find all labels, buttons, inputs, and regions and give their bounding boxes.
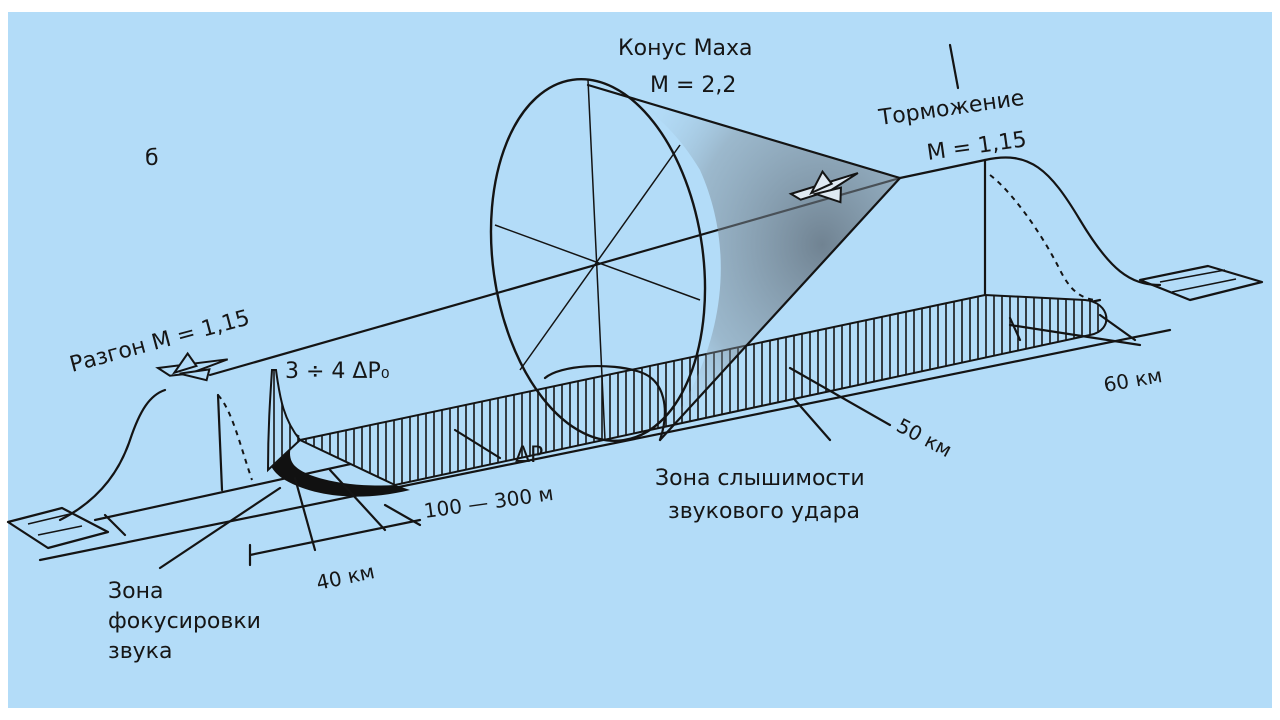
focus-zone-label-2: фокусировки — [108, 609, 261, 634]
aircraft-right-icon — [788, 169, 859, 204]
dim-40km — [248, 468, 422, 567]
delta-p-label: ΔP — [515, 443, 543, 468]
dist-60-label: 60 км — [1102, 363, 1164, 397]
panel-letter: б — [145, 146, 159, 171]
runway-right-marks — [1159, 269, 1237, 293]
mach-cone-base — [489, 77, 707, 443]
braking-value: M = 1,15 — [925, 127, 1028, 166]
mach-cone-title: Конус Маха — [618, 36, 753, 61]
focus-zone-blob — [268, 430, 410, 497]
braking-title: Торможение — [876, 86, 1026, 131]
braking-marker — [948, 43, 960, 90]
aircraft-left-icon — [155, 351, 229, 382]
focus-zone-label-3: звука — [108, 639, 172, 664]
descent-dashed — [989, 174, 1096, 301]
spike-drop-line — [216, 393, 224, 492]
dist-40-label: 40 км — [314, 559, 377, 595]
mach-cone-edge-bottom — [658, 176, 902, 442]
descent-trajectory — [983, 156, 1162, 287]
focus-zone-label-1: Зона — [108, 579, 163, 604]
cone-footprint — [543, 365, 666, 442]
runway-right — [1138, 264, 1264, 302]
spike-dashed — [217, 394, 253, 481]
climb-trajectory — [58, 388, 167, 522]
delta-p-pointer — [453, 428, 502, 460]
width-range-label: 100 — 300 м — [422, 481, 555, 523]
mach-cone-spokes — [494, 79, 701, 441]
mach-cone-value: M = 2,2 — [650, 73, 736, 98]
runway-left-marks — [27, 513, 83, 536]
audibility-zone-label-2: звукового удара — [668, 499, 860, 524]
dim-60km — [1008, 313, 1142, 347]
runway-left — [6, 506, 110, 550]
audibility-zone-label-1: Зона слышимости — [655, 466, 865, 491]
dim-50km — [788, 366, 892, 442]
pressure-spike — [266, 369, 302, 473]
dim-width — [383, 503, 422, 527]
dist-50-label: 50 км — [893, 413, 956, 462]
peak-pressure-label: 3 ÷ 4 ΔP₀ — [285, 359, 390, 384]
focus-zone-pointers — [103, 486, 282, 570]
mach-cone-edge-top — [586, 83, 902, 180]
